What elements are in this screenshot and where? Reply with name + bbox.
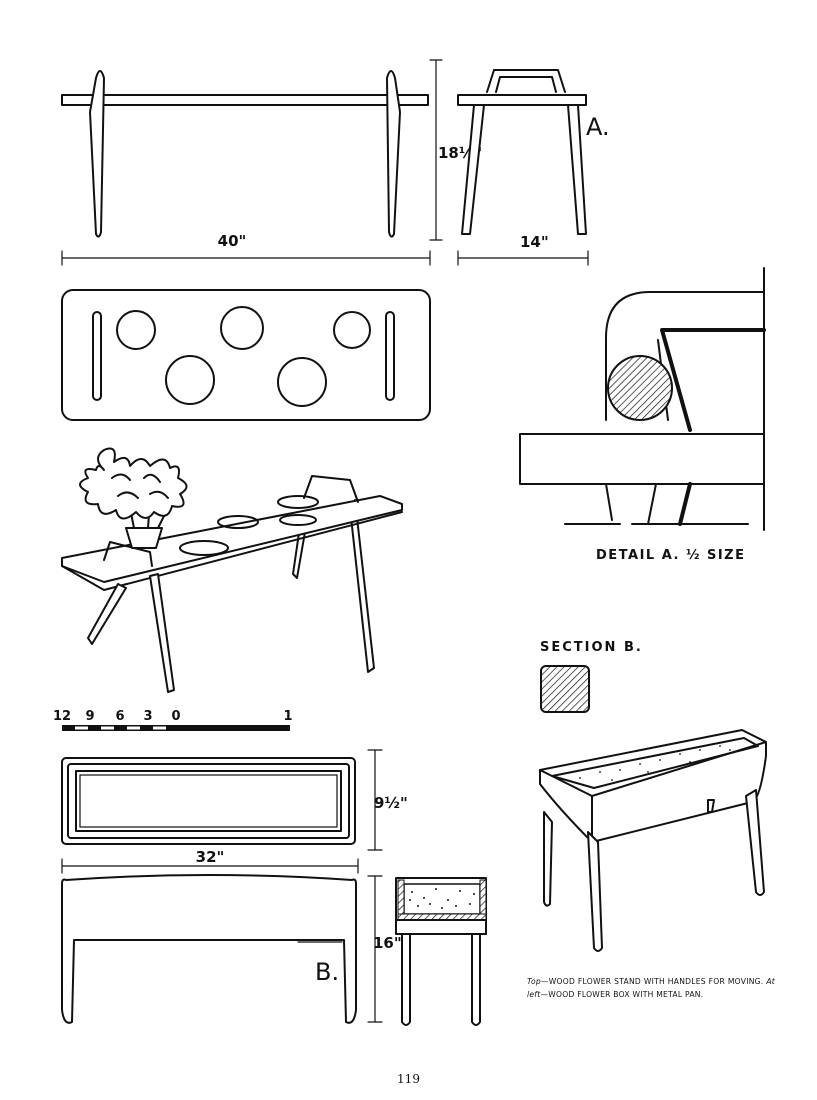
stand-length-label: 40" [218, 232, 247, 250]
box-perspective-soil [579, 745, 731, 781]
scale-bar: 12 9 6 3 0 1 [53, 709, 293, 731]
caption-left-text: —WOOD FLOWER BOX WITH METAL PAN. [540, 989, 704, 999]
scale-tick-9: 9 [85, 709, 94, 724]
box-end-section [395, 877, 487, 1026]
stand-depth-label: 14" [520, 233, 549, 251]
box-width-dimension: 9½" [367, 749, 408, 851]
section-b-title: SECTION B. [540, 640, 643, 655]
box-soil-dots [409, 888, 475, 909]
box-width-label: 9½" [374, 794, 408, 812]
box-plan-view [61, 757, 356, 845]
box-height-label: 16" [373, 934, 402, 952]
box-height-dimension: 16" [367, 875, 402, 1023]
caption-top-text: —WOOD FLOWER STAND WITH HANDLES FOR MOVI… [540, 977, 764, 986]
page-number: 119 [397, 1072, 420, 1086]
scale-tick-12: 12 [53, 709, 71, 724]
caption-left-label: At left [527, 977, 775, 999]
stand-plan-view [61, 289, 431, 421]
figure-caption: Top—WOOD FLOWER STAND WITH HANDLES FOR M… [527, 976, 775, 1001]
stand-front-elevation [61, 70, 429, 238]
scale-tick-6: 6 [115, 709, 124, 724]
scale-tick-1: 1 [283, 709, 292, 724]
scale-tick-0: 0 [171, 709, 180, 724]
stand-length-dimension: 40" [61, 232, 431, 266]
box-length-label: 32" [196, 848, 225, 866]
stand-perspective-view [61, 447, 403, 693]
detail-a-label: DETAIL A. ½ SIZE [596, 548, 746, 563]
box-perspective-view [539, 729, 767, 952]
stand-end-elevation: A. [457, 69, 610, 235]
section-b-hatched-square [540, 665, 590, 713]
box-section-label-b: B. [315, 958, 339, 986]
scale-tick-3: 3 [143, 709, 152, 724]
box-length-dimension: 32" [61, 848, 359, 874]
detail-a-drawing: DETAIL A. ½ SIZE [519, 267, 766, 563]
section-b-block: SECTION B. [540, 640, 643, 713]
caption-top-label: Top [527, 977, 541, 986]
box-front-elevation: B. [61, 874, 357, 1024]
end-view-label-a: A. [586, 113, 610, 141]
stand-depth-dimension: 14" [457, 233, 589, 266]
